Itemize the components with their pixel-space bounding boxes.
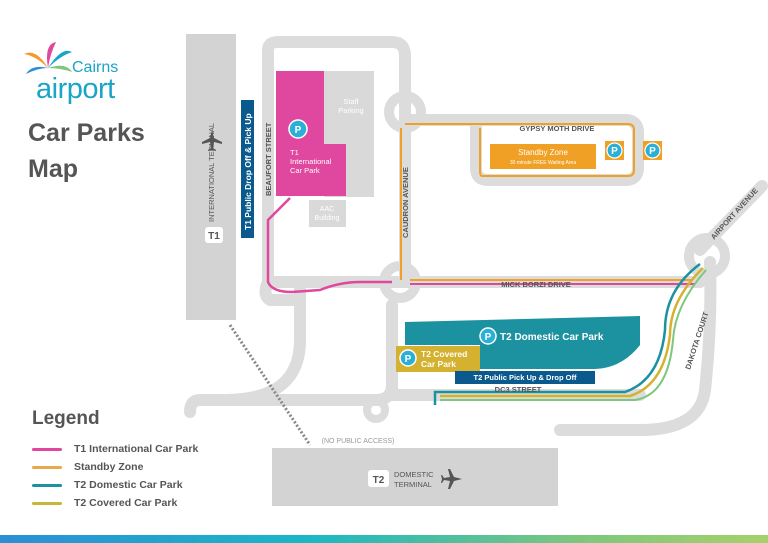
t2-domestic-car-park[interactable] — [405, 316, 640, 369]
aac-building[interactable] — [309, 200, 346, 227]
road-west-loop-2 — [219, 299, 398, 406]
logo-brand-bottom: airport — [36, 73, 115, 105]
road-t1-top-loop — [262, 36, 411, 111]
standby-zone[interactable] — [490, 144, 596, 169]
t1-route-line — [266, 197, 392, 294]
legend-swatch-t2-covered — [32, 501, 62, 505]
roundabout-west — [363, 397, 389, 423]
parking-icon-t2-covered[interactable] — [399, 349, 417, 367]
domestic-terminal-label-2: TERMINAL — [394, 480, 432, 489]
t2-public-pick-up-drop-off[interactable] — [455, 371, 595, 384]
legend-label-standby: Standby Zone — [74, 461, 144, 473]
no-public-access-label: (NO PUBLIC ACCESS) — [322, 438, 395, 445]
legend-label-t2-domestic: T2 Domestic Car Park — [74, 479, 183, 491]
domestic-terminal-label-1: DOMESTIC — [394, 470, 434, 479]
parking-symbol-standby-1: P — [611, 146, 618, 157]
logo-brand-top: Cairns — [72, 59, 119, 76]
international-terminal-label: INTERNATIONAL TERMINAL — [207, 123, 216, 222]
legend-label-t1: T1 International Car Park — [74, 443, 199, 455]
staff-parking-label-2: Parking — [338, 106, 363, 115]
staff-parking-label-1: Staff — [343, 97, 359, 106]
parking-badges — [288, 119, 662, 367]
roundabout-caudron-north — [384, 91, 426, 133]
legend-item-standby: Standby Zone — [32, 458, 272, 476]
beaufort-street-label: BEAUFORT STREET — [264, 122, 273, 196]
legend-item-t2-covered: T2 Covered Car Park — [32, 494, 272, 512]
aac-building-label-1: AAC — [320, 206, 334, 213]
t2-badge — [368, 470, 389, 487]
t1-public-drop-off-pick-up[interactable] — [241, 100, 254, 238]
legend: Legend T1 International Car Park Standby… — [32, 408, 272, 512]
cairns-airport-logo[interactable]: Cairns airport — [22, 42, 142, 112]
page-title-line-2: Map — [28, 155, 78, 183]
international-terminal-building[interactable] — [186, 34, 236, 320]
mick-borzi-drive-label: MICK BORZI DRIVE — [501, 280, 571, 289]
parking-symbol-standby-2: P — [649, 146, 656, 157]
t2-covered-label-1: T2 Covered — [421, 349, 467, 359]
caudron-avenue-label: CAUDRON AVENUE — [401, 167, 410, 238]
aac-building-label-2: Building — [315, 215, 340, 222]
parking-icon-standby-1-circle — [606, 142, 623, 159]
no-public-access-path — [228, 324, 312, 446]
road-t1-inner — [259, 276, 306, 306]
parking-icon-t2-domestic[interactable] — [479, 327, 497, 345]
palm-leaf-icon — [24, 42, 72, 74]
t1-car-park-label-3: Car Park — [290, 166, 320, 175]
t2-domestic-car-park-label: T2 Domestic Car Park — [500, 332, 604, 343]
bottom-gradient-bar — [0, 535, 768, 543]
t2-covered-label-2: Car Park — [421, 359, 456, 369]
legend-label-t2-covered: T2 Covered Car Park — [74, 497, 178, 509]
t1-car-park[interactable] — [276, 71, 346, 196]
t2-route-green — [440, 269, 707, 401]
page-title-line-1: Car Parks — [28, 119, 145, 147]
t1-car-park-label-2: International — [290, 157, 332, 166]
legend-item-t1: T1 International Car Park — [32, 440, 272, 458]
t2-route-covered — [440, 267, 704, 398]
airplane-icon-domestic — [441, 469, 462, 489]
t1-car-park-label-1: T1 — [290, 148, 299, 157]
page-title: Car Parks Map — [28, 115, 188, 187]
road-gypsy-moth-loop — [399, 114, 644, 186]
domestic-terminal-building[interactable] — [272, 448, 558, 506]
road-dakota-court — [554, 256, 717, 436]
t2-badge-text: T2 — [373, 475, 385, 486]
airplane-icon-international — [202, 130, 222, 151]
legend-swatch-standby — [32, 465, 62, 469]
t1-pickup-label: T1 Public Drop Off & Pick Up — [243, 113, 253, 230]
t1-badge-text: T1 — [208, 231, 220, 242]
standby-zone-label: Standby Zone — [518, 148, 568, 157]
t2-pickup-label: T2 Public Pick Up & Drop Off — [474, 373, 577, 382]
dc3-street-label: DC3 STREET — [495, 385, 542, 394]
parking-icon-t1[interactable] — [288, 119, 308, 139]
legend-title: Legend — [32, 408, 100, 429]
standby-route-line — [405, 123, 635, 177]
t1-badge — [205, 227, 223, 243]
legend-swatch-t2-domestic — [32, 483, 62, 487]
legend-item-t2-domestic: T2 Domestic Car Park — [32, 476, 272, 494]
t2-route-teal — [433, 262, 701, 405]
standby-zone-sub-label: 30 minute FREE Waiting Area — [510, 160, 576, 166]
parking-symbol-t2-domestic: P — [485, 332, 492, 343]
legend-swatch-t1 — [32, 447, 62, 451]
roundabout-airport-avenue — [684, 233, 730, 279]
gypsy-moth-drive-label: GYPSY MOTH DRIVE — [520, 124, 595, 133]
parking-icon-standby-2-circle — [644, 142, 661, 159]
parking-symbol-t2-covered: P — [405, 354, 412, 365]
airport-avenue-label: AIRPORT AVENUE — [709, 186, 760, 241]
parking-symbol-t1: P — [295, 125, 302, 136]
